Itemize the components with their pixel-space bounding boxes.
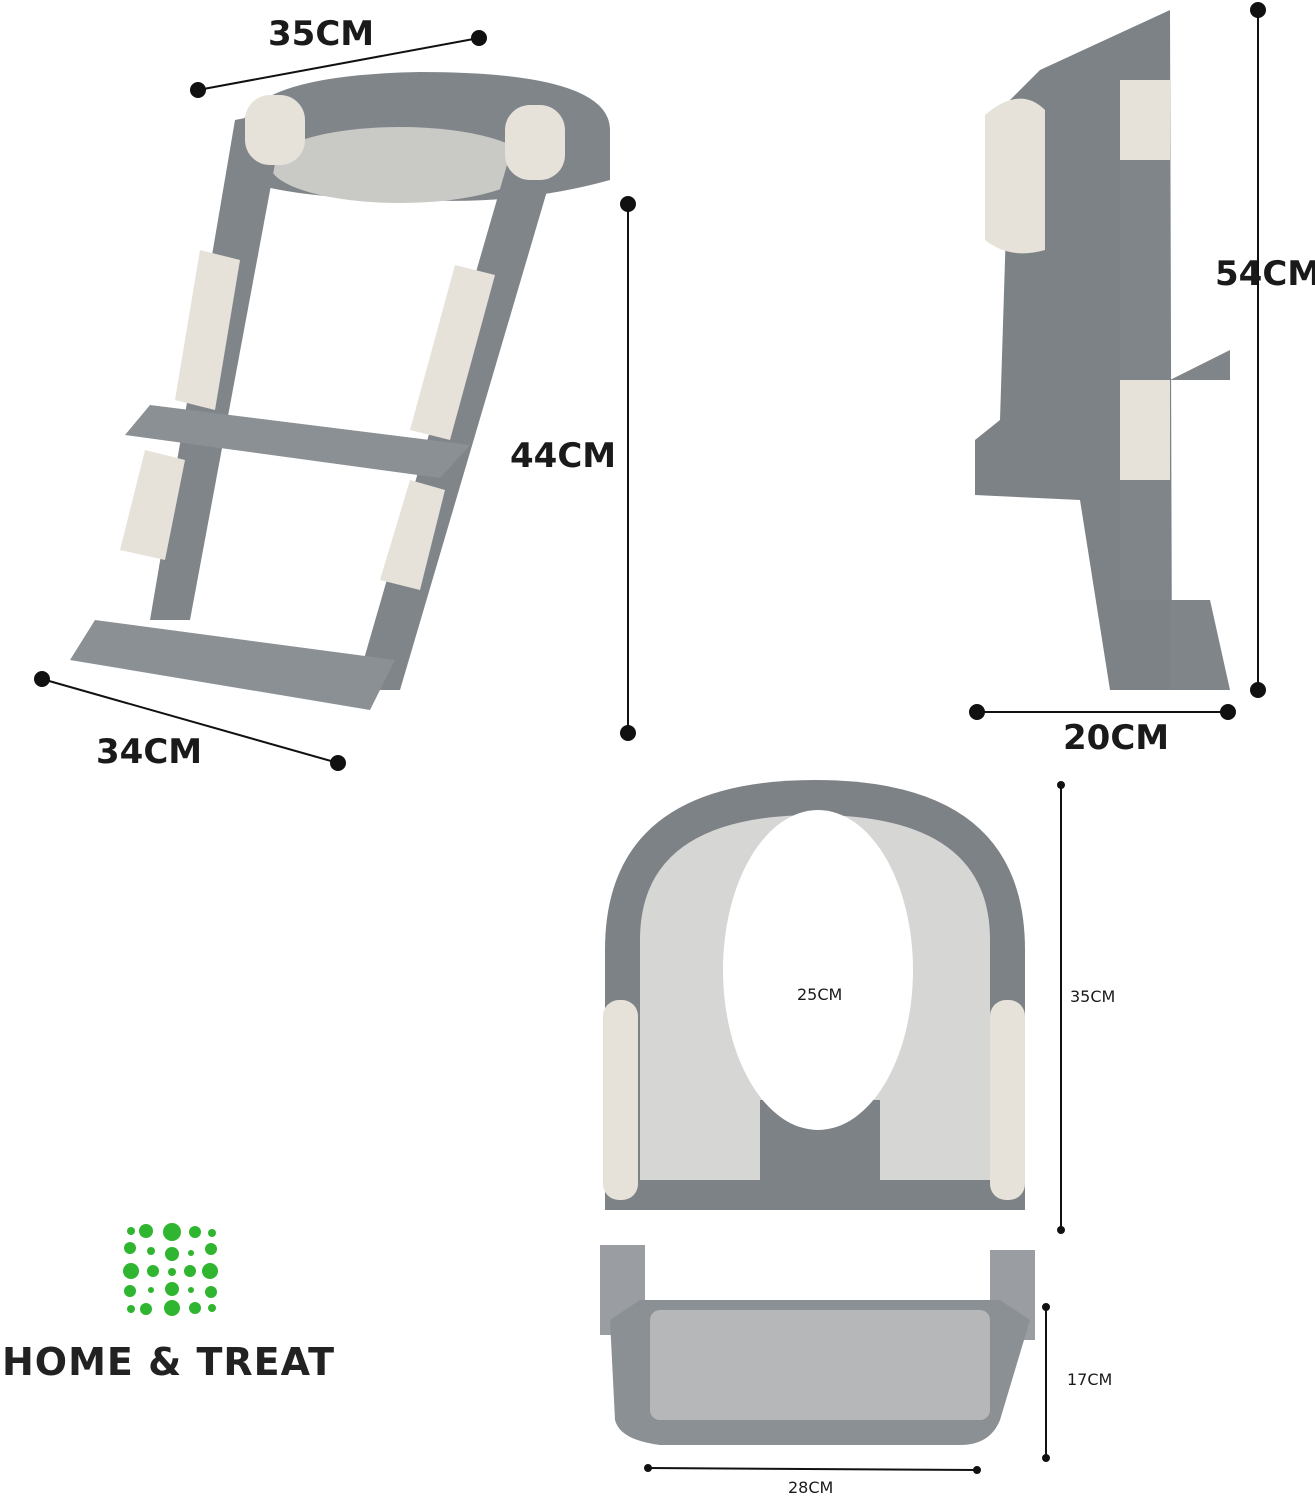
brand-name: HOME & TREAT bbox=[2, 1340, 335, 1384]
step-width-label: 28CM bbox=[788, 1478, 834, 1497]
ladder-bottom-width-label: 34CM bbox=[96, 732, 203, 772]
ladder-front-view bbox=[70, 72, 610, 710]
side-depth-label: 20CM bbox=[1063, 718, 1170, 758]
ladder-top-width-label: 35CM bbox=[268, 14, 375, 54]
ladder-height-label: 44CM bbox=[510, 436, 617, 476]
side-height-label: 54CM bbox=[1215, 254, 1315, 294]
seat-length-label: 35CM bbox=[1070, 987, 1116, 1006]
dimension-lines bbox=[34, 2, 1266, 1474]
seat-top-view bbox=[603, 780, 1025, 1210]
brand-logo-dots bbox=[123, 1223, 218, 1316]
ladder-side-view bbox=[975, 10, 1230, 690]
seat-opening-label: 25CM bbox=[797, 985, 843, 1004]
step-height-label: 17CM bbox=[1067, 1370, 1113, 1389]
step-view bbox=[600, 1245, 1035, 1445]
